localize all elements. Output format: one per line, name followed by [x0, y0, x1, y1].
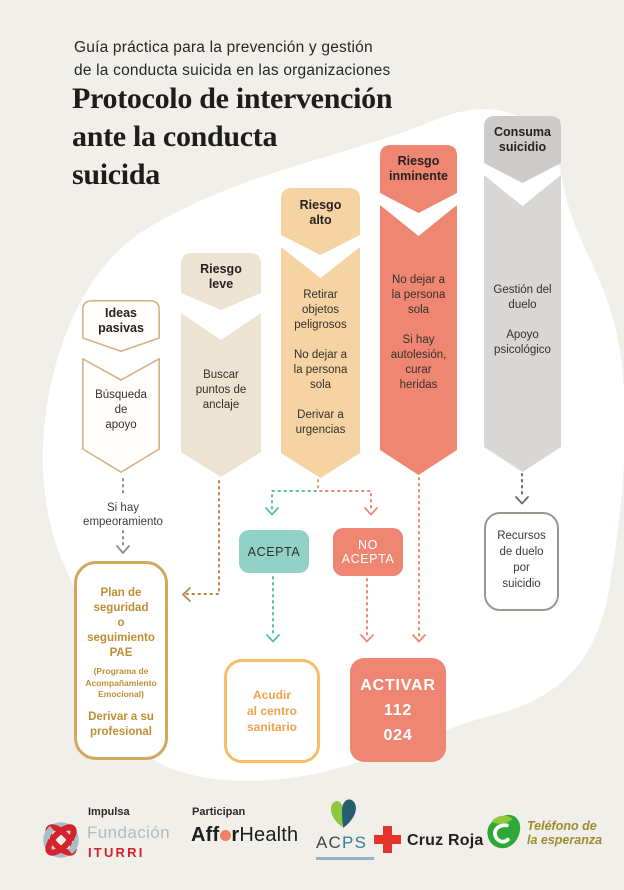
riesgo-leve-body-shape — [181, 313, 261, 477]
ideas-pasivas-body-shape — [82, 358, 160, 473]
arrowhead-noacepta — [364, 507, 378, 516]
arrowhead-recursos — [515, 496, 529, 505]
iturri-wordmark: ITURRI — [88, 845, 145, 860]
consuma-suicidio-body-shape — [484, 175, 561, 472]
cruz-roja-cross-icon — [374, 826, 401, 853]
arrowhead-to-plan — [116, 545, 130, 554]
recursos-duelo-label: Recursos de duelo por suicidio — [497, 530, 546, 590]
riesgo-inminente-body-shape — [380, 205, 457, 475]
affor-health: Health — [239, 824, 299, 846]
affor-part2: r — [231, 824, 240, 846]
no-acepta-label: NO ACEPTA — [341, 538, 395, 566]
acps-heart-icon — [330, 799, 356, 828]
consuma-suicidio-body-label: Gestión del duelo Apoyo psicológico — [493, 284, 552, 356]
plan-derivar-text: Derivar a su profesional — [88, 711, 154, 738]
ideas-pasivas-header-shape — [82, 300, 160, 352]
riesgo-alto-body-shape — [281, 247, 360, 478]
activar-label: ACTIVAR 112 024 — [360, 676, 436, 744]
connector-to-acepta — [271, 490, 317, 511]
affor-o-dot-icon — [219, 830, 231, 841]
plan-main-text: Plan de seguridad o seguimiento PAE — [87, 587, 155, 659]
arrowhead-acepta — [265, 507, 279, 516]
plan-seguridad-box — [74, 561, 168, 760]
consuma-suicidio-header-label: Consuma suicidio — [494, 125, 551, 154]
riesgo-inminente-header-shape — [380, 145, 457, 213]
riesgo-leve-body-label: Buscar puntos de anclaje — [195, 369, 247, 411]
riesgo-leve-header-shape — [181, 253, 261, 310]
arrowhead-activar-right — [412, 634, 426, 643]
poster-title: Protocolo de intervención ante la conduc… — [72, 82, 393, 191]
acps-ac: AC — [316, 833, 343, 852]
poster-subtitle: Guía práctica para la prevención y gesti… — [74, 39, 391, 79]
ideas-pasivas-body-label: Búsqueda de apoyo — [95, 389, 147, 431]
consuma-suicidio-header-shape — [484, 116, 561, 183]
no-acepta-box: NO ACEPTA — [333, 528, 403, 576]
participan-label: Participan — [192, 806, 246, 818]
iturri-knot-icon — [43, 822, 79, 858]
activar-112-024-box: ACTIVAR 112 024 — [350, 658, 446, 762]
affor-part1: Aff — [191, 824, 220, 846]
acps-wordmark: ACPS — [316, 833, 367, 853]
ideas-pasivas-header-label: Ideas pasivas — [98, 306, 144, 335]
acps-ps: PS — [342, 833, 368, 852]
riesgo-alto-header-label: Riesgo alto — [299, 198, 342, 227]
plan-sub-text: (Programa de Acompañamiento Emocional) — [85, 666, 157, 699]
acudir-centro-label: Acudir al centro sanitario — [246, 688, 297, 734]
riesgo-alto-body-label: Retirar objetos peligrosos No dejar a la… — [293, 289, 348, 436]
worsening-label: Si hay empeoramiento — [83, 502, 163, 528]
telefono-esperanza-icon — [487, 814, 521, 849]
impulsa-label: Impulsa — [88, 806, 130, 818]
cruz-roja-wordmark: Cruz Roja — [407, 832, 484, 849]
telefono-esperanza-wordmark: Teléfono de la esperanza — [527, 819, 603, 847]
acepta-box: ACEPTA — [239, 530, 309, 573]
fundacion-wordmark: Fundación — [87, 823, 170, 842]
arrowhead-left-plan — [182, 587, 191, 602]
riesgo-alto-header-shape — [281, 188, 360, 255]
riesgo-inminente-header-label: Riesgo inminente — [388, 154, 449, 183]
arrowhead-activar-left — [360, 634, 374, 643]
acepta-label: ACEPTA — [247, 544, 301, 559]
connector-to-noacepta — [319, 490, 372, 511]
riesgo-inminente-body-label: No dejar a la persona sola Si hay autole… — [390, 274, 447, 391]
riesgo-leve-header-label: Riesgo leve — [200, 262, 242, 291]
arrowhead-acudir — [266, 634, 280, 643]
acps-tagline — [316, 857, 374, 860]
acudir-centro-box — [224, 659, 320, 763]
connector-leve-to-plan — [183, 480, 220, 595]
recursos-duelo-box — [484, 512, 559, 611]
